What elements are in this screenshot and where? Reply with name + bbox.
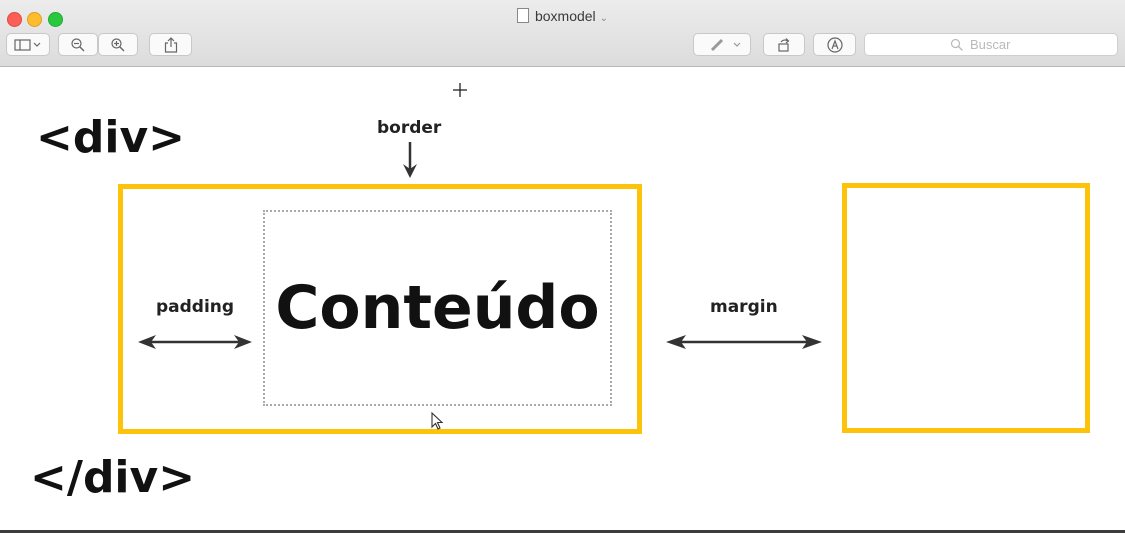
padding-arrow-icon [138,335,252,349]
close-div-tag: </div> [30,452,196,503]
document-icon [516,8,529,23]
share-button[interactable] [149,33,192,56]
border-label: border [377,118,442,138]
window-bottom-edge [0,530,1125,533]
pen-icon [710,38,741,51]
border-arrow-icon [403,142,417,178]
markup-pen-button[interactable] [693,33,751,56]
zoom-out-button[interactable] [58,33,98,56]
zoom-in-icon [111,37,125,51]
share-icon [164,36,177,53]
rotate-button[interactable] [763,33,805,56]
mouse-pointer-icon [431,412,444,430]
outer-box-border [118,184,642,434]
crosshair-cursor-icon [453,83,467,97]
close-window-button[interactable] [7,12,22,27]
zoom-in-button[interactable] [98,33,138,56]
document-canvas [0,67,1125,530]
title-bar: boxmodel⌄ [0,0,1125,67]
sidebar-icon [14,38,41,51]
markup-icon [826,36,843,53]
sidebar-button[interactable] [6,33,50,56]
search-icon [950,38,963,51]
search-input[interactable] [968,36,1032,53]
search-field[interactable] [864,33,1118,56]
maximize-window-button[interactable] [48,12,63,27]
rotate-icon [778,37,790,52]
padding-label: padding [156,297,235,317]
content-label: Conteúdo [275,273,600,343]
window-title[interactable]: boxmodel⌄ [0,8,1125,24]
content-box: Conteúdo [263,210,612,406]
zoom-out-icon [71,37,85,51]
chevron-down-icon: ⌄ [599,13,609,24]
window-title-text: boxmodel [534,8,596,24]
second-box-border [842,183,1090,433]
annotate-button[interactable] [813,33,856,56]
minimize-window-button[interactable] [27,12,42,27]
margin-label: margin [710,297,778,317]
margin-arrow-icon [666,335,822,349]
open-div-tag: <div> [36,112,185,163]
